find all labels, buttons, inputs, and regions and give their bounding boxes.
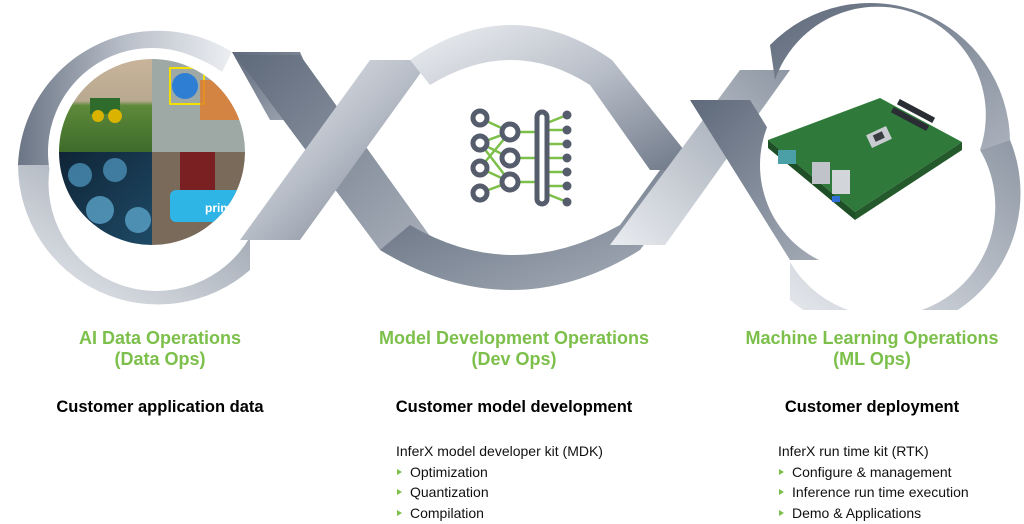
infinity-loop-diagram: prime	[18, 2, 1021, 310]
kit-item: Compilation	[396, 503, 603, 524]
stage-title: Model Development Operations (Dev Ops)	[362, 328, 666, 370]
loop-segment-center-bottom	[380, 170, 700, 290]
loop-segment-right-top	[770, 2, 1010, 151]
neural-network-icon	[470, 108, 572, 207]
stage-title: Machine Learning Operations (ML Ops)	[730, 328, 1014, 370]
motherboard-photo	[768, 98, 962, 220]
kit-list: Optimization Quantization Compilation	[396, 462, 603, 524]
kit-item: Quantization	[396, 482, 603, 503]
loop-segment-right-bottom	[790, 140, 1021, 310]
loop-segment-left-bottom	[18, 165, 250, 305]
bullet-triangle-icon	[397, 468, 402, 475]
stage-title-line1: Model Development Operations	[378, 328, 650, 348]
bullet-triangle-icon	[779, 468, 784, 475]
stage-subtitle: Customer application data	[56, 398, 264, 416]
bullet-triangle-icon	[779, 509, 784, 516]
stage-title-line2: (Data Ops)	[114, 349, 206, 369]
stage-subtitle: Customer deployment	[784, 398, 960, 416]
bullet-triangle-icon	[397, 489, 402, 495]
stage-ml-ops: Machine Learning Operations (ML Ops) Cus…	[730, 328, 1014, 417]
kit-item: Demo & Applications	[778, 503, 969, 524]
mdk-kit: InferX model developer kit (MDK) Optimiz…	[396, 441, 603, 523]
stage-dev-ops: Model Development Operations (Dev Ops) C…	[362, 328, 666, 417]
kit-item: Optimization	[396, 462, 603, 483]
loop-cross-strand-2	[240, 60, 430, 240]
bullet-triangle-icon	[779, 489, 784, 495]
stage-title-line2: (Dev Ops)	[471, 349, 557, 369]
stage-title-line2: (ML Ops)	[833, 349, 911, 369]
stage-title-line1: AI Data Operations	[78, 328, 242, 348]
stage-title-line1: Machine Learning Operations	[745, 328, 999, 348]
kit-list: Configure & management Inference run tim…	[778, 462, 969, 524]
kit-title: InferX model developer kit (MDK)	[396, 443, 603, 459]
kit-item: Configure & management	[778, 462, 969, 483]
stage-subtitle: Customer model development	[395, 398, 633, 416]
stage-data-ops: AI Data Operations (Data Ops) Customer a…	[40, 328, 280, 417]
stage-title: AI Data Operations (Data Ops)	[40, 328, 280, 370]
application-photo-collage: prime	[59, 59, 245, 245]
kit-title: InferX run time kit (RTK)	[778, 443, 929, 459]
rtk-kit: InferX run time kit (RTK) Configure & ma…	[778, 441, 969, 523]
kit-item: Inference run time execution	[778, 482, 969, 503]
bullet-triangle-icon	[397, 509, 402, 516]
loop-segment-left-top	[18, 30, 232, 165]
loop-segment-center-top	[410, 25, 700, 170]
